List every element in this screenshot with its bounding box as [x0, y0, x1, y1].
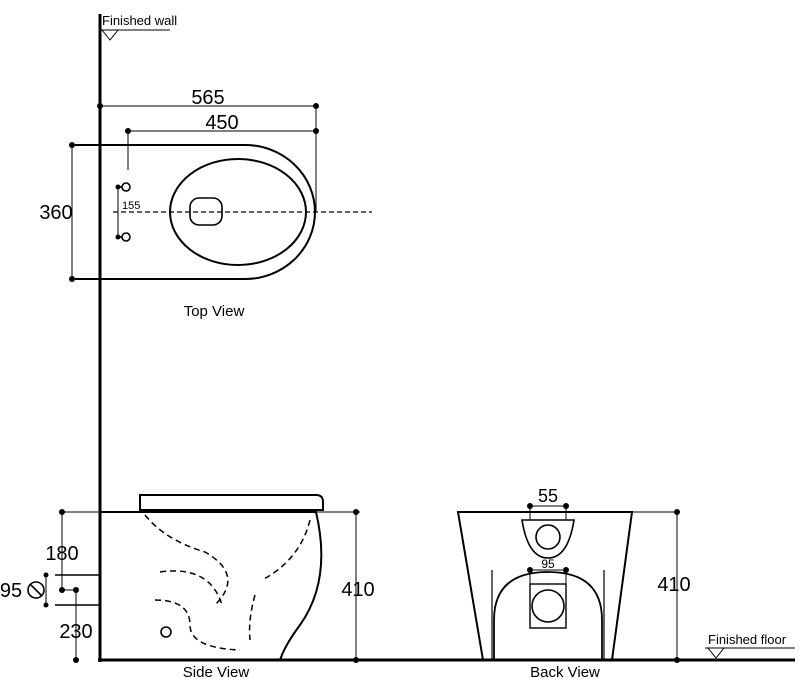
dim-55: 55 [538, 486, 558, 506]
dim-dots-top [69, 103, 319, 282]
dim-dots-back [527, 503, 680, 663]
finished-floor-marker [705, 647, 795, 659]
dim-lines-top [71, 105, 317, 279]
dim-565: 565 [191, 87, 224, 109]
dim-lines-side [45, 511, 360, 660]
dim-dots-side [43, 509, 359, 663]
back-view-label: Back View [530, 664, 600, 679]
dim-230: 230 [59, 621, 92, 643]
dim-360: 360 [39, 202, 72, 224]
top-view-label: Top View [184, 303, 245, 320]
dim-155: 155 [122, 200, 140, 212]
dim-95-side: 95 [0, 580, 22, 602]
dim-410-side: 410 [341, 579, 374, 601]
dim-lines-back [529, 505, 680, 660]
dim-450: 450 [205, 112, 238, 134]
finished-wall-label: Finished wall [102, 13, 177, 28]
finished-wall-marker [100, 29, 170, 41]
finished-floor-label: Finished floor [708, 632, 787, 647]
top-view-drawing [75, 131, 372, 280]
side-view-drawing [27, 494, 324, 661]
back-view-drawing [456, 511, 634, 661]
side-view-label: Side View [183, 664, 250, 679]
dim-180: 180 [45, 543, 78, 565]
dim-410-back: 410 [657, 574, 690, 596]
dim-95-back: 95 [541, 557, 555, 571]
